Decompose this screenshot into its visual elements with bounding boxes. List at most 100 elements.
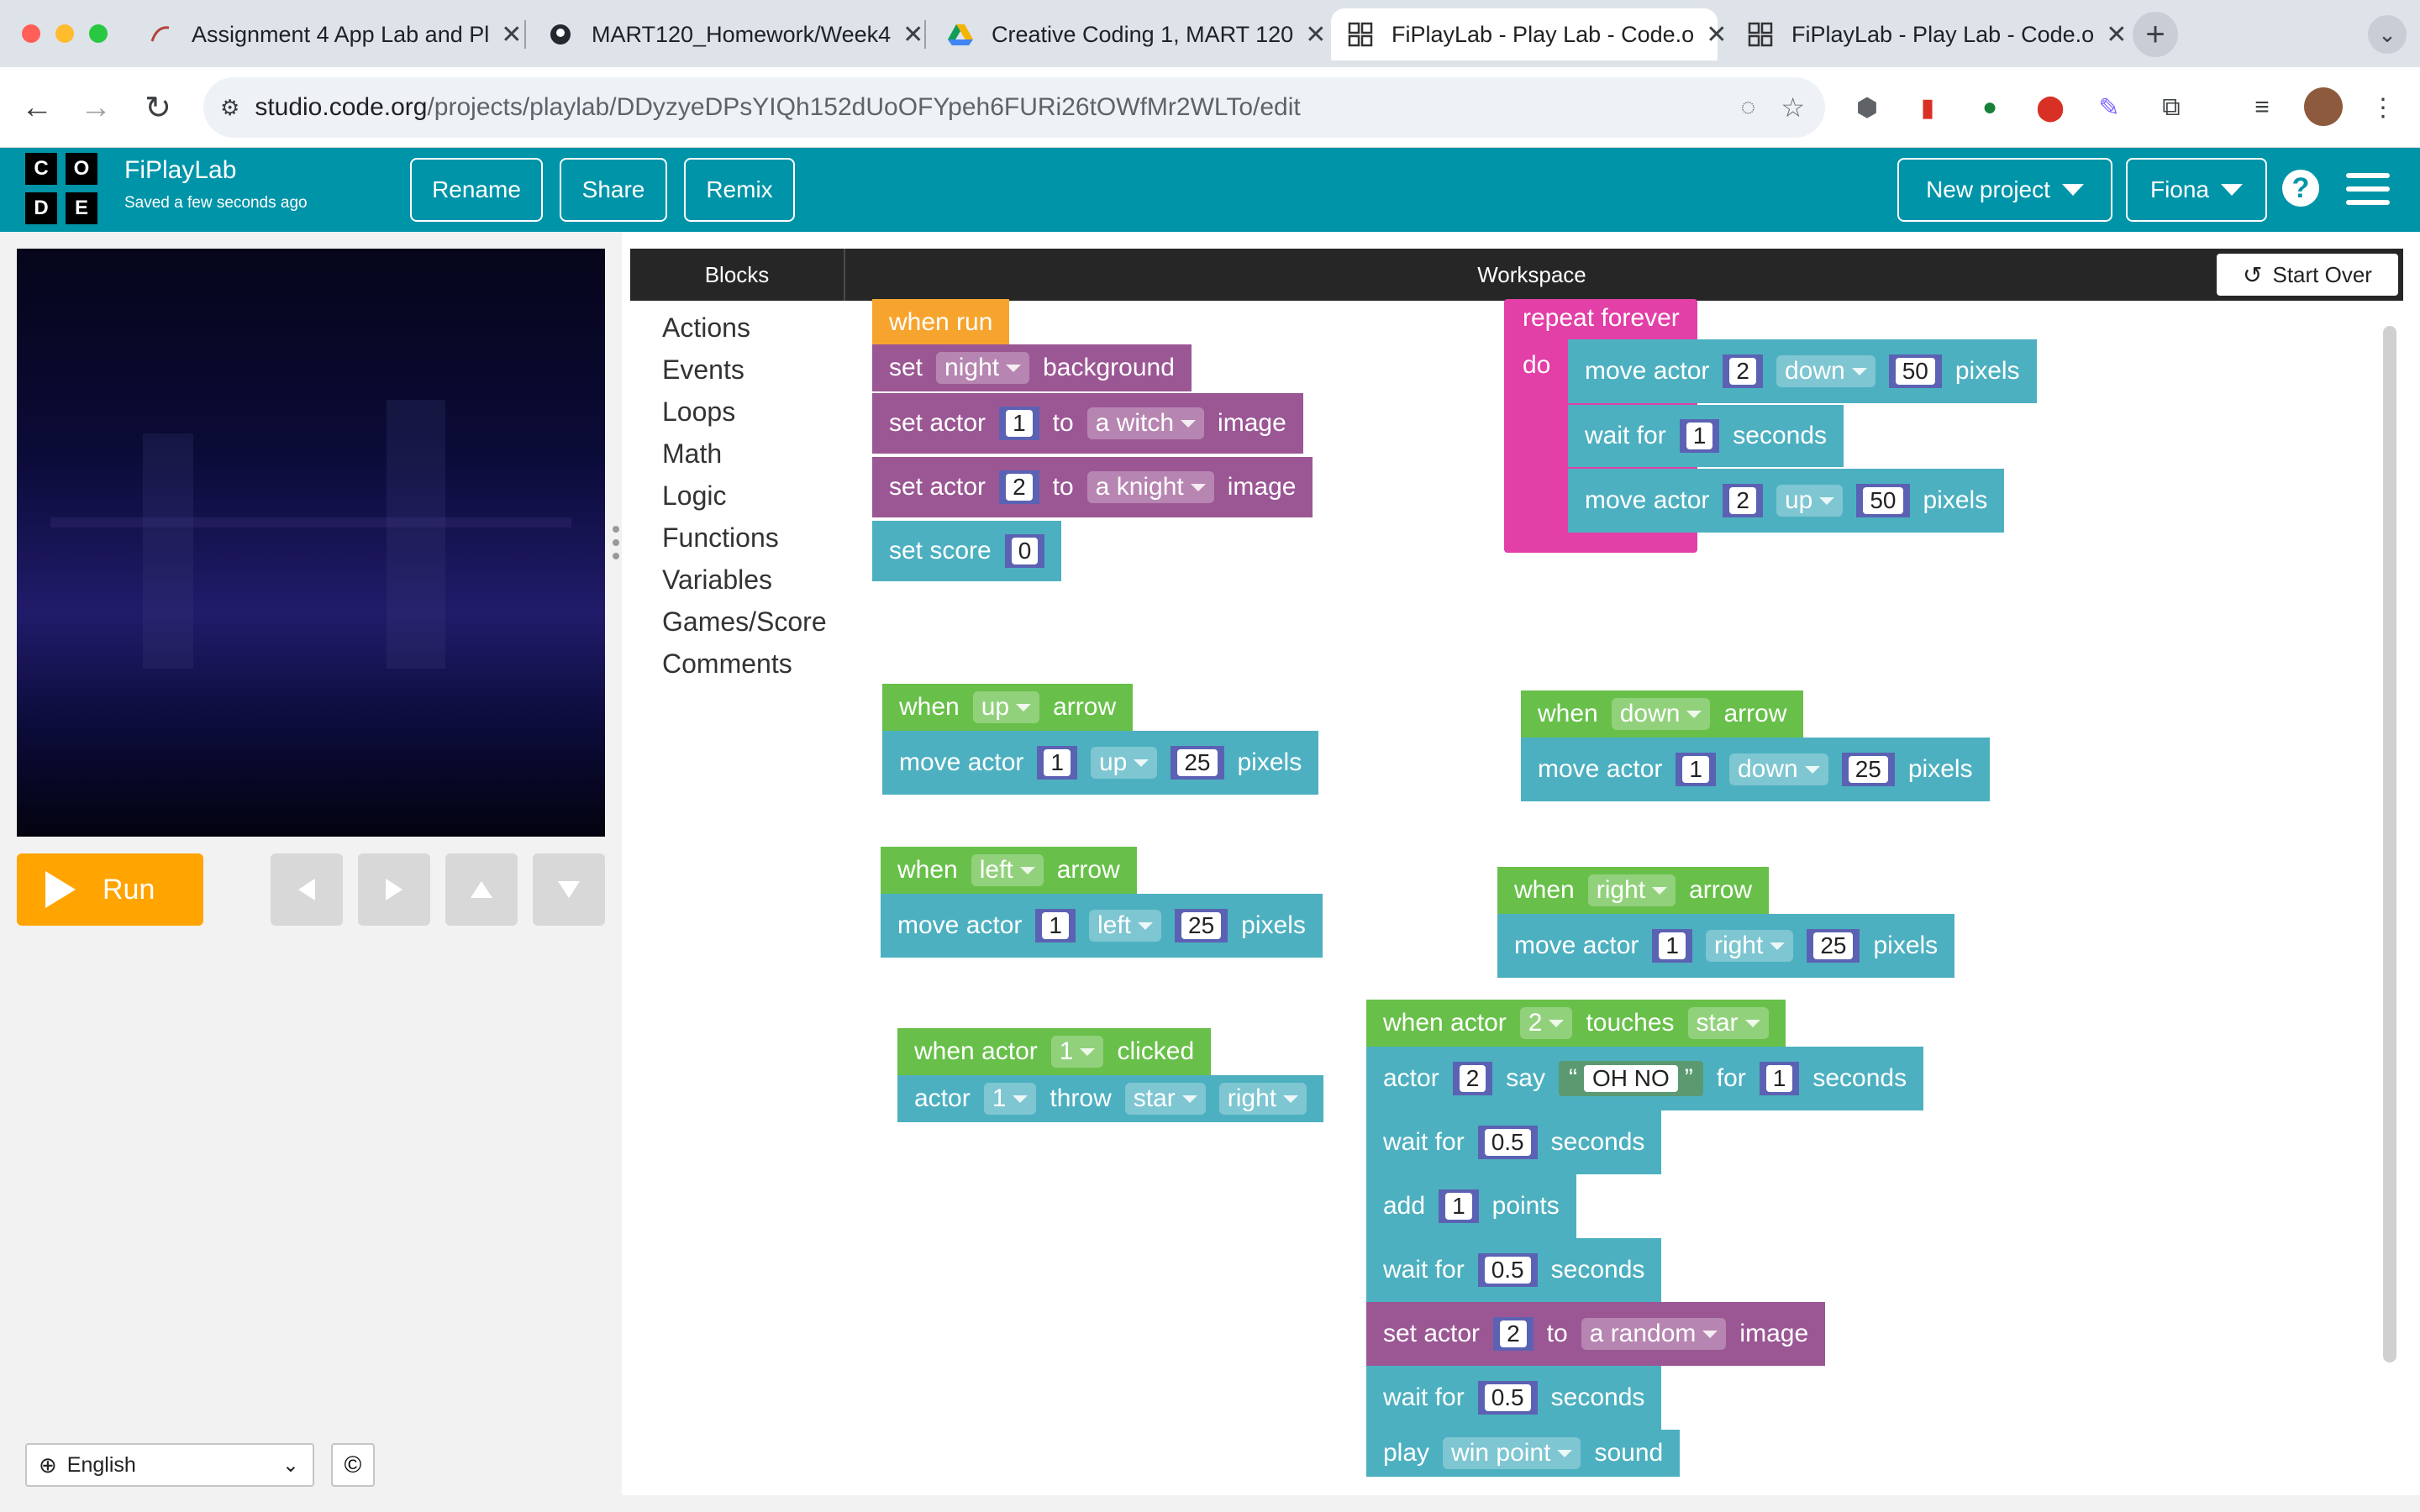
language-select[interactable]: ⊕ English ⌄ — [25, 1443, 314, 1487]
pdf-extension-icon[interactable]: ▮ — [1920, 93, 1935, 122]
number-input[interactable]: 25 — [1807, 929, 1860, 963]
arrow-dropdown[interactable]: right — [1587, 874, 1676, 906]
wait-block[interactable]: wait for 0.5 seconds — [1366, 1110, 1662, 1174]
when-arrow-event-block[interactable]: when up arrow — [882, 684, 1134, 731]
actor-dropdown[interactable]: 1 — [1050, 1036, 1104, 1068]
move-actor-block[interactable]: move actor 2 up 50 pixels — [1568, 469, 2005, 533]
move-actor-block[interactable]: move actor 1 right 25 pixels — [1497, 914, 1955, 978]
close-icon[interactable]: ✕ — [2106, 20, 2128, 49]
extension-icon[interactable]: ⬢ — [1855, 93, 1879, 122]
close-icon[interactable]: ✕ — [1305, 20, 1327, 49]
browser-tab[interactable]: MART120_Homework/Week4 ✕ — [531, 8, 923, 60]
rename-button[interactable]: Rename — [410, 158, 543, 222]
media-control-icon[interactable]: ≡ — [2254, 93, 2270, 121]
puzzle-extensions-icon[interactable]: ⧉ — [2162, 93, 2181, 121]
target-dropdown[interactable]: star — [1687, 1007, 1769, 1039]
background-dropdown[interactable]: night — [936, 352, 1030, 384]
image-dropdown[interactable]: a random — [1581, 1318, 1727, 1350]
number-input[interactable]: 1 — [1035, 909, 1076, 942]
number-input[interactable]: 0 — [1004, 534, 1045, 568]
arrow-dropdown[interactable]: up — [972, 691, 1040, 723]
actor-say-block[interactable]: actor 2 say “ OH NO ” for 1 seconds — [1366, 1047, 1924, 1110]
reload-icon[interactable]: ↻ — [145, 90, 171, 126]
tab-search-chevron-icon[interactable]: ⌄ — [2368, 15, 2407, 54]
sound-dropdown[interactable]: win point — [1443, 1437, 1581, 1469]
dropper-extension-icon[interactable]: ✎ — [2098, 93, 2120, 122]
direction-dropdown[interactable]: up — [1090, 747, 1158, 779]
number-input[interactable]: 0.5 — [1477, 1253, 1538, 1287]
number-input[interactable]: 1 — [1037, 746, 1077, 780]
direction-dropdown[interactable]: down — [1776, 355, 1876, 387]
projectile-dropdown[interactable]: star — [1124, 1083, 1206, 1115]
move-actor-block[interactable]: move actor 1 left 25 pixels — [881, 894, 1323, 958]
back-arrow-icon[interactable]: ← — [21, 89, 53, 125]
bookmark-star-icon[interactable]: ☆ — [1781, 92, 1805, 123]
new-tab-plus-icon[interactable]: + — [2133, 12, 2178, 57]
text-input[interactable]: “ OH NO ” — [1558, 1061, 1703, 1096]
share-button[interactable]: Share — [560, 158, 667, 222]
add-points-block[interactable]: add 1 points — [1366, 1174, 1576, 1238]
close-icon[interactable]: ✕ — [501, 20, 523, 49]
wait-block[interactable]: wait for 0.5 seconds — [1366, 1238, 1662, 1302]
set-background-block[interactable]: set night background — [872, 344, 1192, 391]
minimize-window-button[interactable] — [55, 24, 74, 43]
number-input[interactable]: 0.5 — [1477, 1126, 1538, 1159]
category-functions[interactable]: Functions — [662, 522, 779, 553]
wait-block[interactable]: wait for 0.5 seconds — [1366, 1366, 1662, 1430]
number-input[interactable]: 2 — [1723, 354, 1763, 388]
down-arrow-button[interactable] — [533, 853, 605, 926]
set-score-block[interactable]: set score 0 — [872, 521, 1062, 581]
close-icon[interactable]: ✕ — [1706, 20, 1728, 49]
set-actor-image-block[interactable]: set actor 2 to a random image — [1366, 1302, 1826, 1366]
browser-tab[interactable]: Assignment 4 App Lab and Pl ✕ — [131, 8, 522, 60]
number-input[interactable]: 50 — [1888, 354, 1942, 388]
new-project-dropdown[interactable]: New project — [1897, 158, 2112, 222]
when-run-block[interactable]: when run — [872, 299, 1010, 346]
number-input[interactable]: 1 — [1676, 753, 1716, 786]
number-input[interactable]: 1 — [1439, 1189, 1479, 1223]
direction-dropdown[interactable]: right — [1705, 930, 1794, 962]
run-button[interactable]: Run — [17, 853, 203, 926]
profile-avatar[interactable] — [2304, 87, 2343, 126]
up-arrow-button[interactable] — [445, 853, 518, 926]
when-actor-clicked-block[interactable]: when actor 1 clicked — [897, 1028, 1212, 1075]
direction-dropdown[interactable]: down — [1728, 753, 1828, 785]
close-window-button[interactable] — [22, 24, 40, 43]
image-dropdown[interactable]: a witch — [1086, 407, 1205, 439]
category-loops[interactable]: Loops — [662, 396, 736, 427]
actor-dropdown[interactable]: 1 — [983, 1083, 1037, 1115]
category-games-score[interactable]: Games/Score — [662, 606, 827, 637]
category-events[interactable]: Events — [662, 354, 744, 385]
code-org-logo[interactable]: C O D E — [25, 153, 97, 225]
left-arrow-button[interactable] — [271, 853, 343, 926]
number-input[interactable]: 1 — [1679, 419, 1720, 453]
number-input[interactable]: 2 — [1493, 1317, 1534, 1351]
category-actions[interactable]: Actions — [662, 312, 750, 343]
close-icon[interactable]: ✕ — [902, 20, 924, 49]
direction-dropdown[interactable]: up — [1776, 485, 1844, 517]
game-stage[interactable] — [17, 249, 605, 837]
number-input[interactable]: 0.5 — [1477, 1381, 1538, 1415]
number-input[interactable]: 1 — [1652, 929, 1692, 963]
workspace-scrollbar[interactable] — [2383, 326, 2396, 1362]
when-actor-touches-block[interactable]: when actor 2 touches star — [1366, 1000, 1786, 1047]
remix-button[interactable]: Remix — [684, 158, 795, 222]
grammarly-icon[interactable]: ● — [1981, 93, 1998, 121]
copyright-button[interactable]: © — [331, 1443, 375, 1487]
number-input[interactable]: 25 — [1841, 753, 1895, 786]
address-bar[interactable]: ⚙ studio.code.org/projects/playlab/DDyzy… — [203, 77, 1825, 138]
zoom-window-button[interactable] — [89, 24, 108, 43]
wait-block[interactable]: wait for 1 seconds — [1568, 405, 1844, 467]
eye-slash-icon[interactable]: ◌ — [1740, 93, 1756, 121]
right-arrow-button[interactable] — [358, 853, 430, 926]
arrow-dropdown[interactable]: left — [971, 854, 1044, 886]
actor-dropdown[interactable]: 2 — [1519, 1007, 1573, 1039]
move-actor-block[interactable]: move actor 1 down 25 pixels — [1521, 738, 1990, 801]
number-input[interactable]: 1 — [1759, 1062, 1800, 1095]
when-arrow-event-block[interactable]: when left arrow — [881, 847, 1137, 894]
scanner-extension-icon[interactable]: ⬤ — [2036, 93, 2065, 122]
direction-dropdown[interactable]: right — [1218, 1083, 1307, 1115]
category-variables[interactable]: Variables — [662, 564, 773, 595]
forward-arrow-icon[interactable]: → — [80, 89, 112, 125]
move-actor-block[interactable]: move actor 1 up 25 pixels — [882, 731, 1319, 795]
